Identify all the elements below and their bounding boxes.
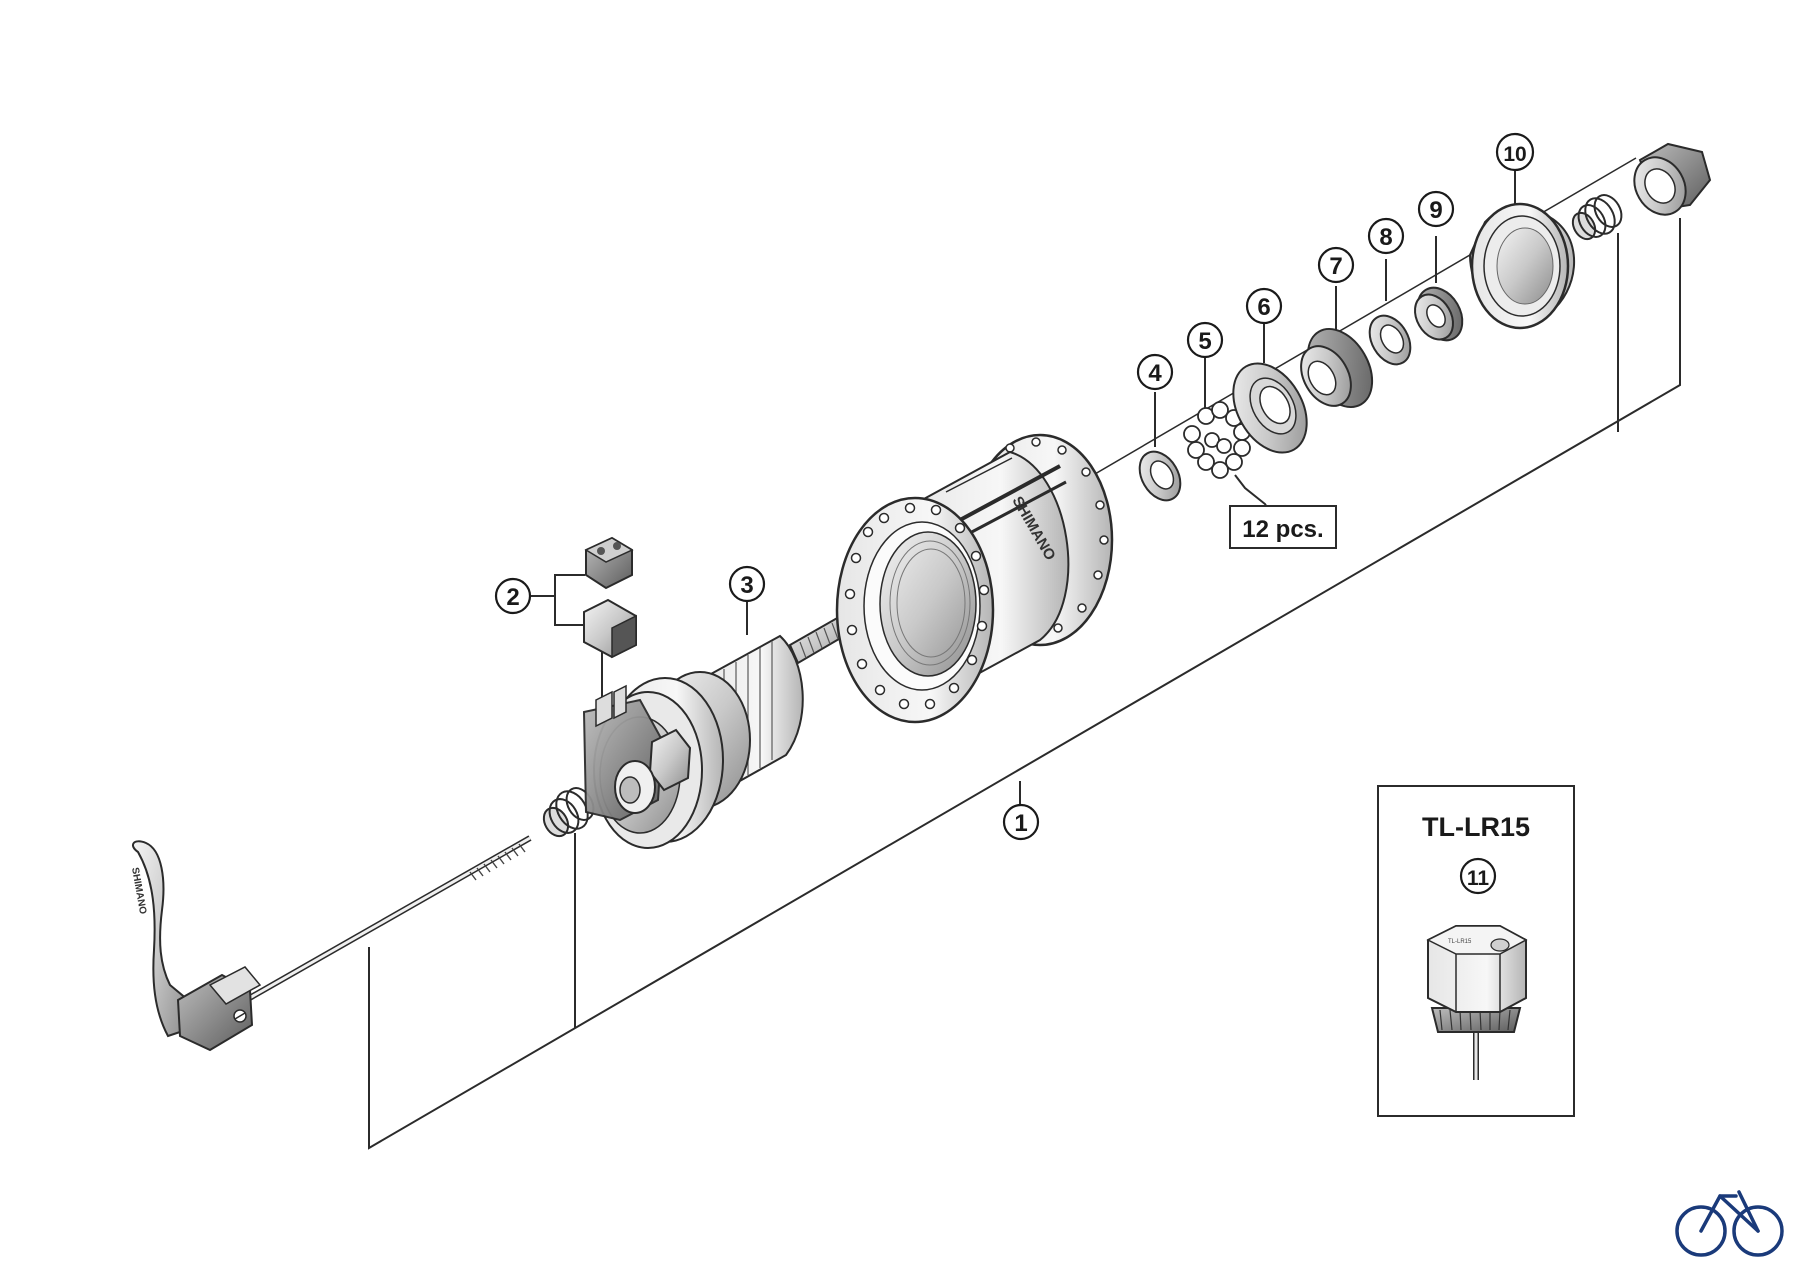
svg-text:11: 11 <box>1467 867 1490 890</box>
svg-text:8: 8 <box>1379 224 1392 251</box>
callout-5: 5 <box>1186 321 1224 359</box>
callout-2: 2 <box>494 577 532 615</box>
ball-cup <box>1232 362 1308 454</box>
svg-text:1: 1 <box>1014 810 1027 837</box>
lock-nut <box>1414 286 1464 342</box>
callout-3: 3 <box>728 565 766 603</box>
svg-text:7: 7 <box>1329 253 1342 280</box>
callout-9: 9 <box>1417 190 1455 228</box>
svg-text:10: 10 <box>1503 143 1526 166</box>
dust-cover <box>1468 202 1576 330</box>
part-callouts: 1 2 3 4 5 6 7 8 <box>494 132 1535 841</box>
callout-8: 8 <box>1367 217 1405 255</box>
quick-release-skewer <box>230 835 532 1011</box>
cable-clip-parts <box>583 536 637 659</box>
lever-brand-text: SHIMANO <box>129 867 148 916</box>
svg-text:5: 5 <box>1198 328 1211 355</box>
dust-cap <box>1138 450 1182 502</box>
svg-text:2: 2 <box>506 584 519 611</box>
axle-nut <box>1633 142 1712 216</box>
svg-text:4: 4 <box>1148 360 1162 387</box>
hub-shell: SHIMANO <box>835 433 1114 724</box>
quantity-text: 12 pcs. <box>1242 516 1323 543</box>
callout-4: 4 <box>1136 353 1174 391</box>
callout-6: 6 <box>1245 287 1283 325</box>
skewer-lever: SHIMANO <box>129 840 262 1052</box>
callout-1: 1 <box>1002 803 1040 841</box>
callout-11: 11 <box>1459 857 1497 895</box>
hub-cone <box>1300 328 1374 408</box>
lockring-tool-icon: TL-LR15 <box>1426 925 1528 1080</box>
bicycle-logo-icon <box>1675 1190 1784 1257</box>
tool-engraving: TL-LR15 <box>1448 939 1472 945</box>
svg-text:6: 6 <box>1257 294 1270 321</box>
right-spring <box>1571 194 1623 241</box>
tool-box: TL-LR15 11 TL-LR15 <box>1377 785 1575 1117</box>
svg-text:9: 9 <box>1429 197 1442 224</box>
internal-gear-unit <box>582 603 870 849</box>
callout-7: 7 <box>1317 246 1355 284</box>
washer <box>1368 314 1412 366</box>
callout-10: 10 <box>1495 132 1535 172</box>
quantity-label: 12 pcs. <box>1229 505 1337 549</box>
svg-text:3: 3 <box>740 572 753 599</box>
tool-title: TL-LR15 <box>1422 812 1530 842</box>
